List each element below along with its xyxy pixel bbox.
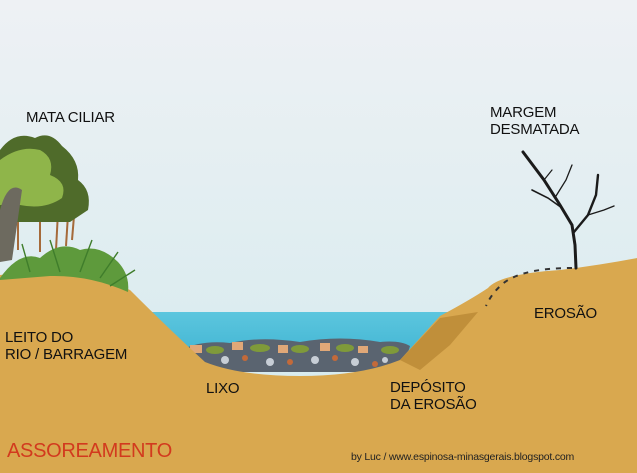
erosion-path: [485, 267, 573, 307]
credit-text: by Luc / www.espinosa-minasgerais.blogsp…: [351, 451, 575, 463]
diagram-title: ASSOREAMENTO: [7, 440, 172, 462]
label-deposito-line1: DEPÓSITO: [390, 379, 466, 396]
label-mata-ciliar: MATA CILIAR: [26, 109, 115, 126]
riparian-forest: [0, 135, 136, 292]
trash-pile: [182, 338, 410, 372]
ground: [0, 258, 637, 473]
label-erosao: EROSÃO: [534, 305, 597, 322]
label-lixo: LIXO: [206, 380, 240, 397]
label-deposito-line2: DA EROSÃO: [390, 396, 477, 413]
label-leito-line2: RIO / BARRAGEM: [5, 346, 128, 363]
erosion-deposit: [400, 312, 478, 370]
label-leito-line1: LEITO DO: [5, 329, 74, 346]
label-margem-line1: MARGEM: [490, 104, 557, 121]
dead-tree: [521, 150, 615, 270]
label-margem-line2: DESMATADA: [490, 121, 580, 138]
